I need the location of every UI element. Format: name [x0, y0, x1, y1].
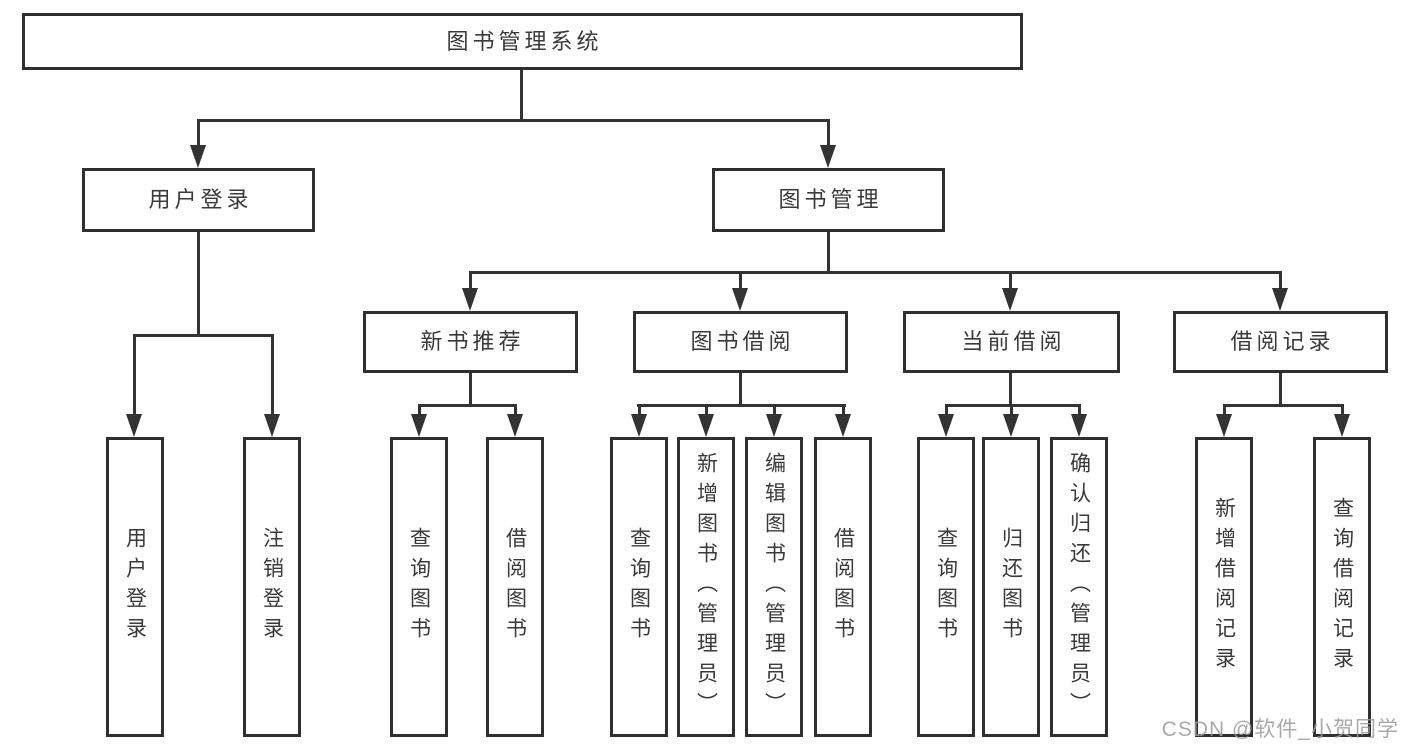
connector-stem-root [519, 69, 523, 122]
connector-hline-level2 [196, 119, 830, 122]
node-book-borrow: 图书借阅 [633, 311, 848, 373]
node-book-management: 图书管理 [712, 168, 945, 232]
connector-arrowline [270, 335, 274, 416]
arrow-down-icon [462, 288, 478, 311]
connector-hline-records-children [1222, 404, 1344, 407]
node-current-borrow-label: 当前借阅 [961, 329, 1066, 354]
leaf-add-borrow-record-label: 新增借阅记录 [1212, 497, 1236, 677]
leaf-confirm-return-admin: 确认归还（管理员） [1050, 437, 1108, 737]
connector-stem-book-management [826, 232, 830, 274]
node-borrow-records: 借阅记录 [1173, 311, 1388, 373]
connector-arrowline [738, 272, 742, 290]
connector-hline-borrow-children [636, 404, 846, 407]
arrow-down-icon [1003, 414, 1019, 437]
leaf-confirm-return-admin-label: 确认归还（管理员） [1067, 452, 1091, 722]
leaf-borrow-books-recommend-label: 借阅图书 [503, 527, 527, 647]
leaf-query-books-recommend-label: 查询图书 [407, 527, 431, 647]
leaf-query-books-borrow: 查询图书 [610, 437, 668, 737]
connector-stem-new-book-recommend [468, 373, 472, 407]
connector-arrowline [468, 272, 472, 290]
arrow-down-icon [1002, 288, 1018, 311]
arrow-down-icon [631, 414, 647, 437]
connector-arrowline [772, 405, 776, 416]
leaf-query-books-current: 查询图书 [917, 437, 975, 737]
connector-arrowline [513, 405, 517, 416]
arrow-down-icon [1272, 288, 1288, 311]
node-user-login-label: 用户登录 [148, 187, 253, 212]
connector-arrowline [637, 405, 641, 416]
leaf-user-login: 用户登录 [106, 437, 164, 737]
leaf-user-login-label: 用户登录 [123, 527, 147, 647]
node-book-borrow-label: 图书借阅 [690, 329, 795, 354]
connector-stem-book-borrow [738, 373, 742, 407]
connector-arrowline [826, 120, 830, 148]
arrow-down-icon [766, 414, 782, 437]
node-new-book-recommend: 新书推荐 [363, 311, 578, 373]
leaf-edit-books-admin-label: 编辑图书（管理员） [762, 452, 786, 722]
leaf-edit-books-admin: 编辑图书（管理员） [745, 437, 803, 737]
node-root: 图书管理系统 [22, 13, 1023, 70]
leaf-borrow-books: 借阅图书 [814, 437, 872, 737]
node-current-borrow: 当前借阅 [903, 311, 1120, 373]
arrow-down-icon [507, 414, 523, 437]
node-book-management-label: 图书管理 [778, 187, 883, 212]
arrow-down-icon [835, 414, 851, 437]
connector-arrowline [417, 405, 421, 416]
node-borrow-records-label: 借阅记录 [1230, 329, 1335, 354]
connector-arrowline [1278, 272, 1282, 290]
leaf-add-books-admin-label: 新增图书（管理员） [694, 452, 718, 722]
connector-arrowline [1008, 272, 1012, 290]
leaf-add-books-admin: 新增图书（管理员） [677, 437, 735, 737]
connector-arrowline [132, 335, 136, 416]
connector-hline-level3 [468, 271, 1282, 274]
arrow-down-icon [698, 414, 714, 437]
connector-stem-current-borrow [1008, 373, 1012, 407]
arrow-down-icon [1071, 414, 1087, 437]
arrow-down-icon [732, 288, 748, 311]
connector-arrowline [1009, 405, 1013, 416]
connector-hline-current-children [944, 404, 1081, 407]
node-user-login: 用户登录 [82, 168, 315, 232]
leaf-logout-label: 注销登录 [260, 527, 284, 647]
connector-stem-borrow-records [1278, 373, 1282, 407]
connector-arrowline [1222, 405, 1226, 416]
arrow-down-icon [1216, 414, 1232, 437]
leaf-query-borrow-record-label: 查询借阅记录 [1330, 497, 1354, 677]
arrow-down-icon [820, 145, 836, 168]
arrow-down-icon [190, 145, 206, 168]
leaf-logout: 注销登录 [243, 437, 301, 737]
connector-arrowline [704, 405, 708, 416]
arrow-down-icon [1334, 414, 1350, 437]
connector-hline-user-login-children [132, 334, 274, 337]
leaf-return-books: 归还图书 [982, 437, 1040, 737]
leaf-query-borrow-record: 查询借阅记录 [1313, 437, 1371, 737]
leaf-query-books-recommend: 查询图书 [390, 437, 448, 737]
node-root-label: 图书管理系统 [446, 28, 603, 54]
connector-stem-user-login [196, 232, 200, 337]
connector-arrowline [944, 405, 948, 416]
leaf-add-borrow-record: 新增借阅记录 [1195, 437, 1253, 737]
node-new-book-recommend-label: 新书推荐 [420, 329, 525, 354]
leaf-query-books-current-label: 查询图书 [934, 527, 958, 647]
arrow-down-icon [264, 414, 280, 437]
arrow-down-icon [411, 414, 427, 437]
leaf-return-books-label: 归还图书 [999, 527, 1023, 647]
leaf-query-books-borrow-label: 查询图书 [627, 527, 651, 647]
leaf-borrow-books-recommend: 借阅图书 [486, 437, 544, 737]
connector-arrowline [1340, 405, 1344, 416]
csdn-watermark: CSDN @软件_小贺同学 [1161, 718, 1399, 741]
connector-arrowline [196, 120, 200, 148]
arrow-down-icon [126, 414, 142, 437]
arrow-down-icon [938, 414, 954, 437]
leaf-borrow-books-label: 借阅图书 [831, 527, 855, 647]
connector-arrowline [1077, 405, 1081, 416]
connector-arrowline [841, 405, 845, 416]
connector-hline-recommend-children [417, 404, 517, 407]
